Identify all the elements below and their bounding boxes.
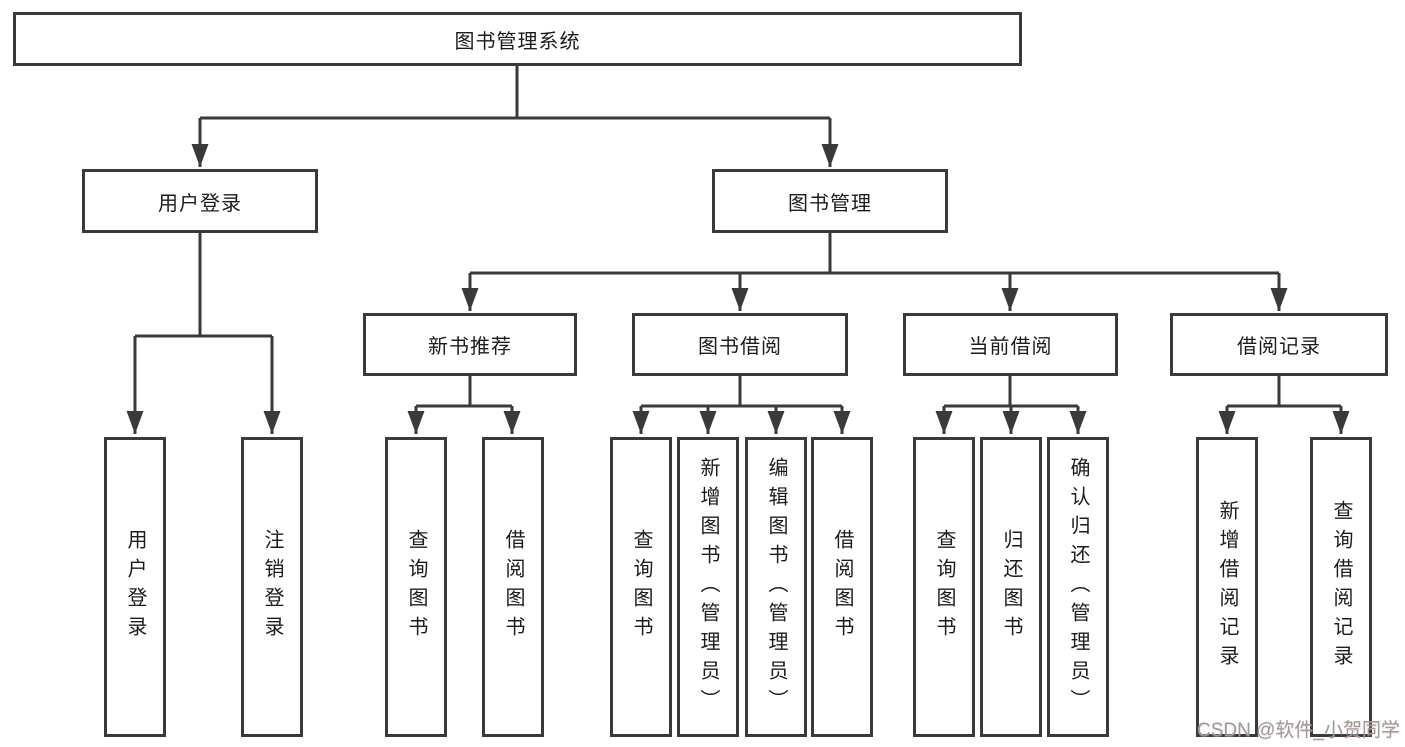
node-user-login: 用户登录 — [82, 169, 318, 233]
leaf-label: 借阅图书 — [502, 529, 524, 645]
leaf-label: 编辑图书（管理员） — [765, 456, 787, 718]
leaf-query-borrow-record: 查询借阅记录 — [1310, 437, 1372, 737]
leaf-label: 查询图书 — [630, 529, 652, 645]
leaf-query-books-recommend: 查询图书 — [385, 437, 447, 737]
node-book-management: 图书管理 — [712, 169, 948, 233]
leaf-return-books: 归还图书 — [980, 437, 1042, 737]
leaf-label: 用户登录 — [124, 529, 146, 645]
leaf-label: 查询借阅记录 — [1330, 500, 1352, 674]
node-new-book-recommendation: 新书推荐 — [363, 313, 577, 376]
leaf-borrow-books-recommend: 借阅图书 — [482, 437, 544, 737]
leaf-edit-books-admin: 编辑图书（管理员） — [745, 437, 807, 737]
leaf-query-books-borrowing: 查询图书 — [610, 437, 672, 737]
leaf-label: 借阅图书 — [831, 529, 853, 645]
leaf-label: 注销登录 — [261, 529, 283, 645]
leaf-label: 查询图书 — [933, 529, 955, 645]
csdn-watermark: CSDN @软件_小贺同学 — [1197, 720, 1400, 741]
leaf-label: 归还图书 — [1000, 529, 1022, 645]
leaf-label: 新增借阅记录 — [1216, 500, 1238, 674]
leaf-borrow-books-borrowing: 借阅图书 — [811, 437, 873, 737]
leaf-logout-login: 注销登录 — [241, 437, 303, 737]
leaf-confirm-return-admin: 确认归还（管理员） — [1047, 437, 1109, 737]
leaf-label: 新增图书（管理员） — [697, 456, 719, 718]
leaf-label: 确认归还（管理员） — [1067, 456, 1089, 718]
leaf-add-books-admin: 新增图书（管理员） — [677, 437, 739, 737]
node-current-borrowing: 当前借阅 — [903, 313, 1118, 376]
node-borrowing-records: 借阅记录 — [1170, 313, 1388, 376]
leaf-add-borrow-record: 新增借阅记录 — [1196, 437, 1258, 737]
node-book-borrowing: 图书借阅 — [632, 313, 848, 376]
leaf-user-login: 用户登录 — [104, 437, 166, 737]
leaf-label: 查询图书 — [405, 529, 427, 645]
node-root: 图书管理系统 — [13, 12, 1022, 66]
leaf-query-books-current: 查询图书 — [913, 437, 975, 737]
